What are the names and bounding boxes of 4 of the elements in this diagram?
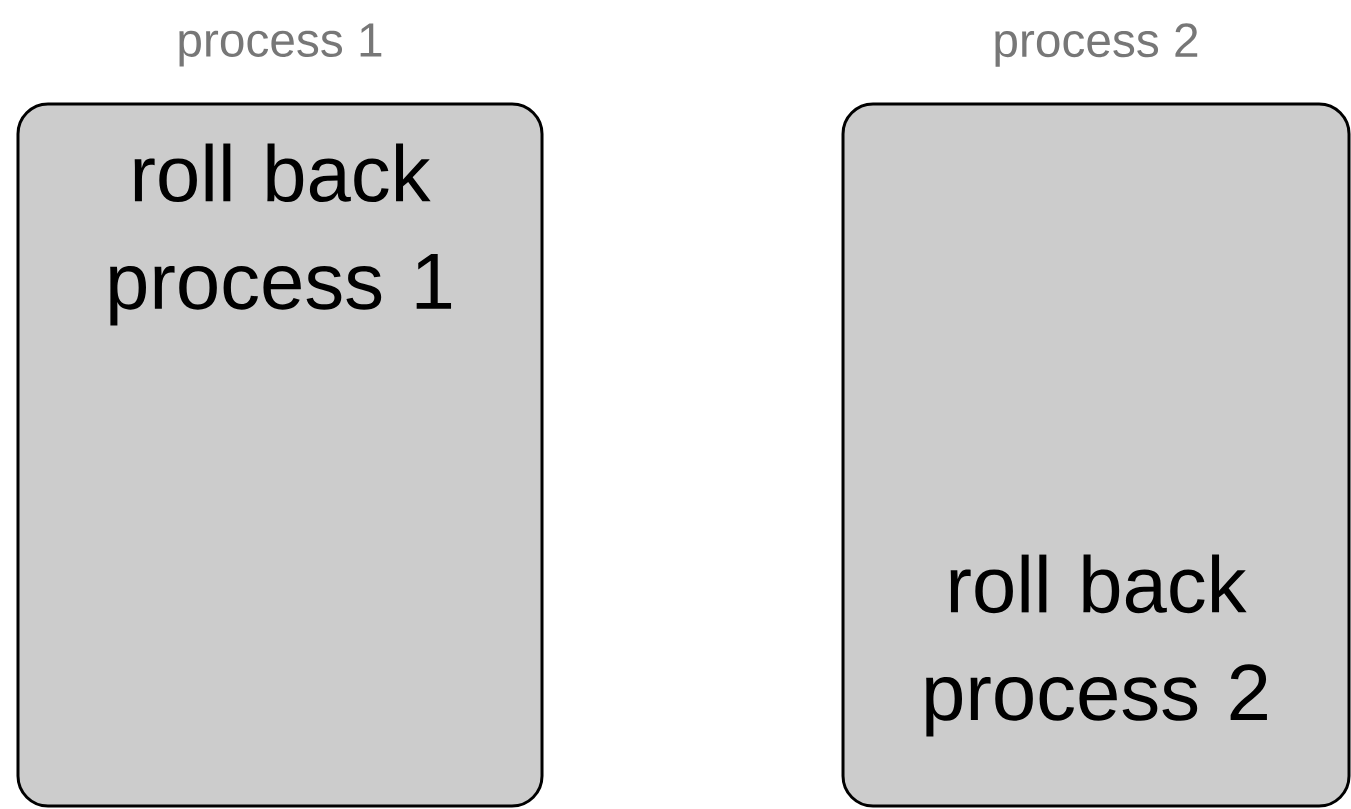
heading-label: process 1 [179,23,382,67]
heading-label: process 2 [995,23,1198,67]
box-text: roll back process 1 [110,143,452,326]
box-text: roll back process 2 [926,554,1267,737]
